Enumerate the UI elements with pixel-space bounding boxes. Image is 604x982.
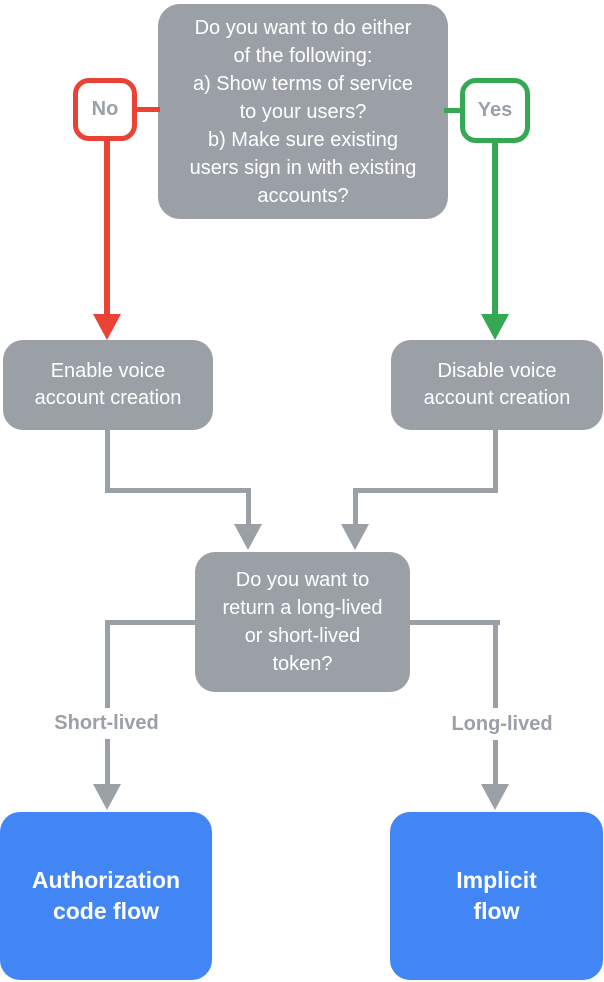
long-branch-arrowhead: [481, 784, 509, 810]
yes-branch-arrowhead: [481, 314, 509, 340]
enable-to-token-line-v2: [246, 488, 251, 526]
no-badge: No: [73, 78, 137, 141]
yes-branch-line-h: [444, 108, 462, 113]
long-branch-line-v2: [493, 740, 498, 786]
enable-voice-node: Enable voice account creation: [3, 340, 213, 430]
implicit-flow-node: Implicit flow: [390, 812, 603, 980]
yes-branch-line-v: [492, 140, 498, 316]
no-branch-line-v: [104, 138, 110, 316]
short-lived-label: Short-lived: [23, 708, 190, 739]
token-question-node: Do you want to return a long-lived or sh…: [195, 552, 410, 692]
disable-to-token-line-v2: [353, 488, 358, 526]
disable-voice-node: Disable voice account creation: [391, 340, 603, 430]
enable-to-token-line-h: [105, 488, 251, 493]
short-branch-arrowhead: [93, 784, 121, 810]
disable-to-token-line-h: [353, 488, 498, 493]
no-branch-line-h: [134, 107, 160, 112]
short-branch-line-v1: [105, 620, 110, 708]
short-branch-line-h: [105, 620, 197, 625]
enable-to-token-arrowhead: [234, 524, 262, 550]
long-branch-line-h: [408, 620, 500, 625]
disable-to-token-line-v1: [493, 430, 498, 492]
short-branch-line-v2: [105, 739, 110, 786]
yes-badge-label: Yes: [477, 99, 513, 121]
authorization-code-flow-node: Authorization code flow: [0, 812, 212, 980]
yes-badge: Yes: [460, 78, 530, 143]
disable-to-token-arrowhead: [341, 524, 369, 550]
top-question-node: Do you want to do either of the followin…: [158, 4, 448, 219]
no-badge-label: No: [91, 98, 119, 120]
enable-to-token-line-v1: [105, 430, 110, 492]
no-branch-arrowhead: [93, 314, 121, 340]
long-lived-label: Long-lived: [411, 708, 593, 740]
long-branch-line-v1: [493, 620, 498, 708]
